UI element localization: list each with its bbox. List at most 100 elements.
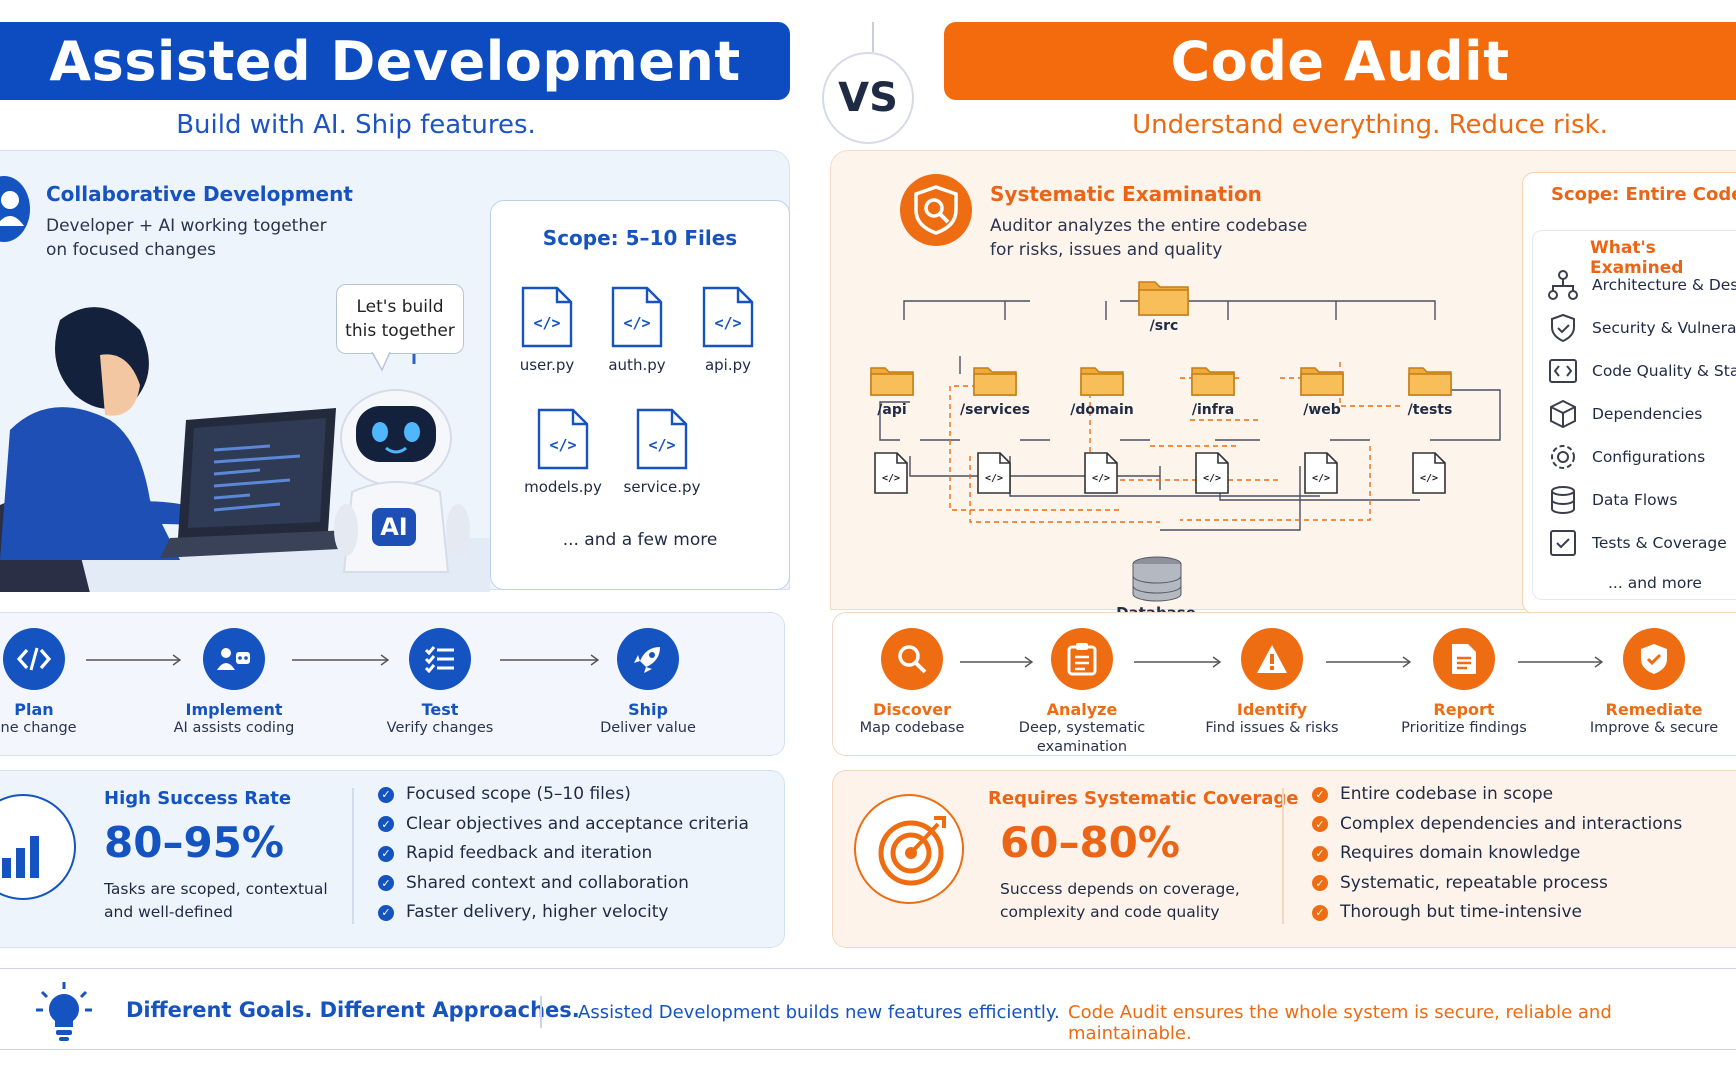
left-checklist: ✓ Focused scope (5–10 files) ✓ Clear object…: [378, 780, 749, 928]
checklist-text: Focused scope (5–10 files): [406, 784, 631, 804]
step-subtitle: AI assists coding: [173, 720, 295, 736]
svg-text:</>: </>: [549, 436, 576, 454]
developer-with-robot-illustration: [0, 307, 490, 592]
code-icon: [1548, 356, 1578, 386]
file-name: auth.py: [608, 356, 666, 374]
developer-ai-icon: [203, 628, 265, 690]
checklist-item: ✓ Focused scope (5–10 files): [378, 780, 749, 810]
folder-label: /infra: [1191, 402, 1235, 418]
divider: [1282, 788, 1284, 924]
hierarchy-icon: [1548, 270, 1578, 300]
arrow-connector: [1134, 654, 1222, 668]
success-value-left: 80–95%: [104, 818, 284, 867]
check-icon: ✓: [378, 904, 394, 921]
check-icon: ✓: [1312, 845, 1328, 862]
folder-node: /tests</>: [1380, 362, 1480, 494]
step-name: Plan: [14, 700, 54, 719]
file-name: user.py: [519, 356, 575, 374]
examined-item: Security & Vulnerabil: [1548, 313, 1736, 343]
folder-label: /web: [1303, 402, 1341, 418]
bubble-tail: [371, 352, 391, 372]
checklist-text: Systematic, repeatable process: [1340, 872, 1608, 893]
step-name: Discover: [873, 700, 951, 719]
examined-label: Code Quality & Stand: [1592, 362, 1736, 380]
file-item: </> user.py: [492, 286, 602, 374]
examined-item: Architecture & Design: [1548, 270, 1736, 300]
step-subtitle: Deep, systematic examination: [1018, 720, 1146, 755]
shield-icon: [1548, 313, 1578, 343]
scope-files-card: [490, 200, 790, 590]
systematic-examination-title: Systematic Examination: [990, 182, 1262, 206]
step-name: Ship: [628, 700, 668, 719]
step-name: Report: [1433, 700, 1495, 719]
right-checklist: ✓ Entire codebase in scope ✓ Complex depend…: [1312, 780, 1682, 928]
examined-label: Architecture & Design: [1592, 276, 1736, 294]
bar-chart-icon: [0, 794, 76, 900]
checklist-text: Requires domain knowledge: [1340, 843, 1581, 863]
robot-ai-label: AI: [380, 513, 408, 541]
svg-text:</>: </>: [1312, 473, 1330, 484]
step-subtitle: Map codebase: [859, 720, 965, 736]
code-file-icon: </>: [1195, 452, 1229, 498]
checklist-text: Complex dependencies and interactions: [1340, 813, 1683, 834]
folder-label: /services: [960, 402, 1030, 418]
examined-more: ... and more: [1608, 574, 1702, 592]
footer-headline: Different Goals. Different Approaches.: [126, 998, 580, 1022]
arrow-connector: [1326, 654, 1412, 668]
examined-label: Tests & Coverage: [1592, 534, 1727, 552]
examined-list-box: [1532, 230, 1736, 600]
checklist-item: ✓ Complex dependencies and interactions: [1312, 810, 1682, 840]
collab-desc-2: on focused changes: [46, 240, 217, 260]
code-file-icon: </>: [1084, 452, 1118, 498]
step-name: Test: [421, 700, 459, 719]
success-desc-left-2: and well-defined: [104, 903, 233, 921]
checklist-item: ✓ Requires domain knowledge: [1312, 839, 1682, 869]
coverage-card: [832, 770, 1736, 948]
examined-item: Code Quality & Stand: [1548, 356, 1736, 386]
file-item: </> auth.py: [582, 286, 692, 374]
checklist-icon: [409, 628, 471, 690]
checklist-text: Entire codebase in scope: [1340, 784, 1554, 804]
root-folder: /src: [1134, 276, 1194, 334]
examined-item: Dependencies: [1548, 399, 1702, 429]
files-more: ... and a few more: [562, 530, 718, 550]
code-file-icon: </>: [521, 286, 573, 348]
vs-badge: VS: [822, 52, 914, 144]
checklist-item: ✓Faster delivery, higher velocity: [378, 898, 749, 928]
success-title-left: High Success Rate: [104, 788, 292, 809]
bubble-line-1: Let's build: [356, 297, 444, 317]
database-icon: [1130, 556, 1184, 608]
folder-label: /tests: [1407, 402, 1453, 418]
step-name: Remediate: [1605, 700, 1703, 719]
check-icon: ✓: [378, 786, 394, 803]
svg-text:</>: </>: [985, 473, 1003, 484]
folder-node: /domain</>: [1052, 362, 1152, 494]
checklist-item: ✓Systematic, repeatable process: [1312, 869, 1682, 899]
code-file-icon: </>: [1304, 452, 1338, 498]
success-desc-left: Tasks are scoped, contextual and well-de…: [104, 878, 328, 924]
code-file-icon: </>: [611, 286, 663, 348]
folder-icon: [1163, 362, 1263, 400]
examined-label: Configurations: [1592, 448, 1706, 466]
checklist-text: Clear objectives and acceptance criteria: [406, 813, 749, 834]
folder-label: /src: [1149, 318, 1179, 334]
svg-text:</>: </>: [533, 314, 560, 332]
step-subtitle: Deliver value: [600, 720, 696, 736]
svg-text:</>: </>: [882, 473, 900, 484]
check-icon: ✓: [378, 875, 394, 892]
svg-text:</>: </>: [1092, 473, 1110, 484]
assisted-development-header: Assisted Development: [0, 22, 790, 100]
step-name: Implement: [185, 700, 283, 719]
step-name: Analyze: [1046, 700, 1118, 719]
examined-label: Security & Vulnerabil: [1592, 319, 1736, 337]
speech-bubble: Let's build this together: [336, 284, 464, 354]
file-item: </>models.py: [508, 408, 618, 496]
step-subtitle: fine change: [0, 720, 77, 736]
code-file-icon: </>: [874, 452, 908, 498]
check-icon: ✓: [378, 816, 394, 833]
check-icon: ✓: [1312, 816, 1328, 833]
